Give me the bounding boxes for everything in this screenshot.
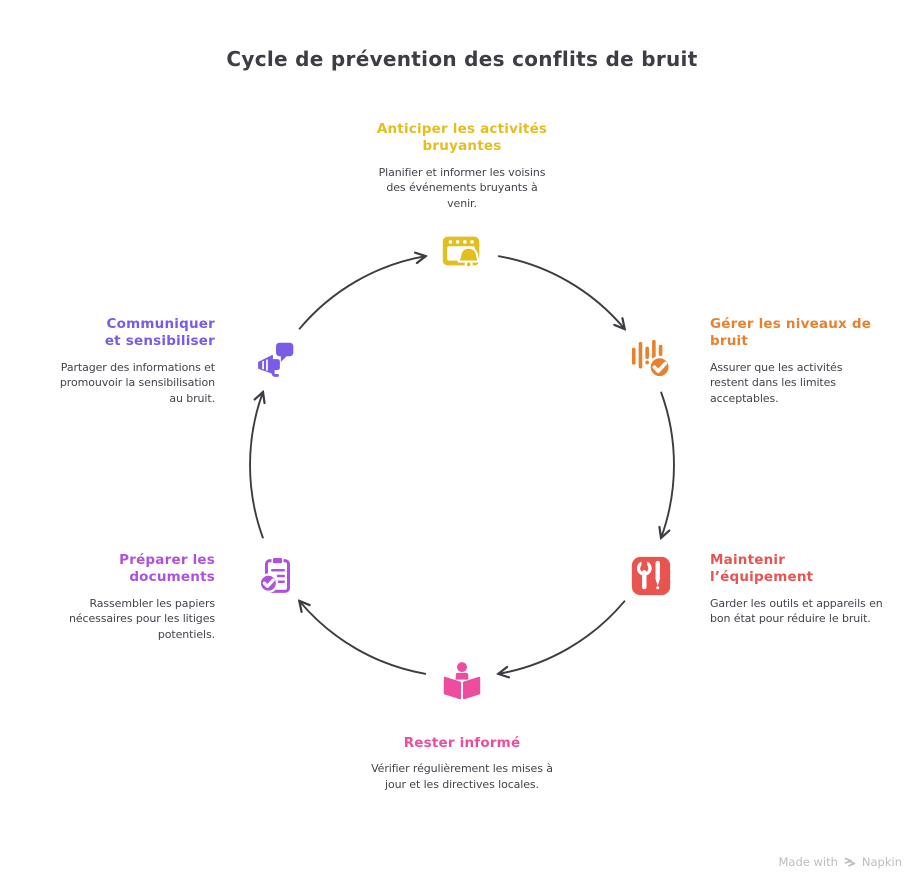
arrow-preparer-to-communiquer <box>249 393 263 539</box>
cycle-node-gerer: Gérer les niveaux de bruit Assurer que l… <box>710 316 875 407</box>
sound-levels-check-icon <box>628 336 674 382</box>
node-description: Partager des informations et promouvoir … <box>59 360 215 406</box>
reading-person-icon <box>439 659 485 705</box>
arrow-gerer-to-maintenir <box>661 391 675 538</box>
watermark-prefix: Made with <box>778 855 838 869</box>
cycle-node-rester: Rester informé Vérifier régulièrement le… <box>362 735 562 793</box>
arrow-rester-to-preparer <box>300 601 427 675</box>
watermark-brand: Napkin <box>861 855 902 869</box>
node-title: Gérer les niveaux de bruit <box>710 316 872 350</box>
megaphone-speech-bubble-icon <box>254 338 300 384</box>
node-description: Vérifier régulièrement les mises à jour … <box>371 762 553 792</box>
arrow-maintenir-to-rester <box>499 600 626 674</box>
diagram-title: Cycle de prévention des conflits de brui… <box>226 47 698 71</box>
node-title: Rester informé <box>403 735 521 751</box>
arrow-anticiper-to-gerer <box>497 255 625 329</box>
node-description: Garder les outils et appareils en bon ét… <box>710 596 883 626</box>
cycle-node-preparer: Préparer les documents Rassembler les pa… <box>40 552 215 643</box>
node-title: Préparer les documents <box>119 552 215 586</box>
arrow-communiquer-to-anticiper <box>298 256 426 330</box>
node-description: Planifier et informer les voisins des év… <box>378 165 546 211</box>
napkin-watermark: Made with Napkin <box>779 855 903 869</box>
cycle-node-communiquer: Communiquer et sensibiliser Partager des… <box>45 316 215 407</box>
cycle-node-anticiper: Anticiper les activités bruyantes Planif… <box>364 121 560 212</box>
node-title: Maintenir l’équipement <box>710 552 814 586</box>
cycle-node-maintenir: Maintenir l’équipement Garder les outils… <box>710 552 888 627</box>
node-title: Communiquer et sensibiliser <box>104 316 215 350</box>
node-description: Rassembler les papiers nécessaires pour … <box>68 596 215 642</box>
calendar-bell-icon <box>438 228 484 274</box>
node-title: Anticiper les activités bruyantes <box>376 121 548 155</box>
tools-icon <box>628 553 674 599</box>
napkin-logo-icon <box>844 857 856 867</box>
node-description: Assurer que les activités restent dans l… <box>710 360 843 406</box>
clipboard-check-icon <box>254 553 300 599</box>
